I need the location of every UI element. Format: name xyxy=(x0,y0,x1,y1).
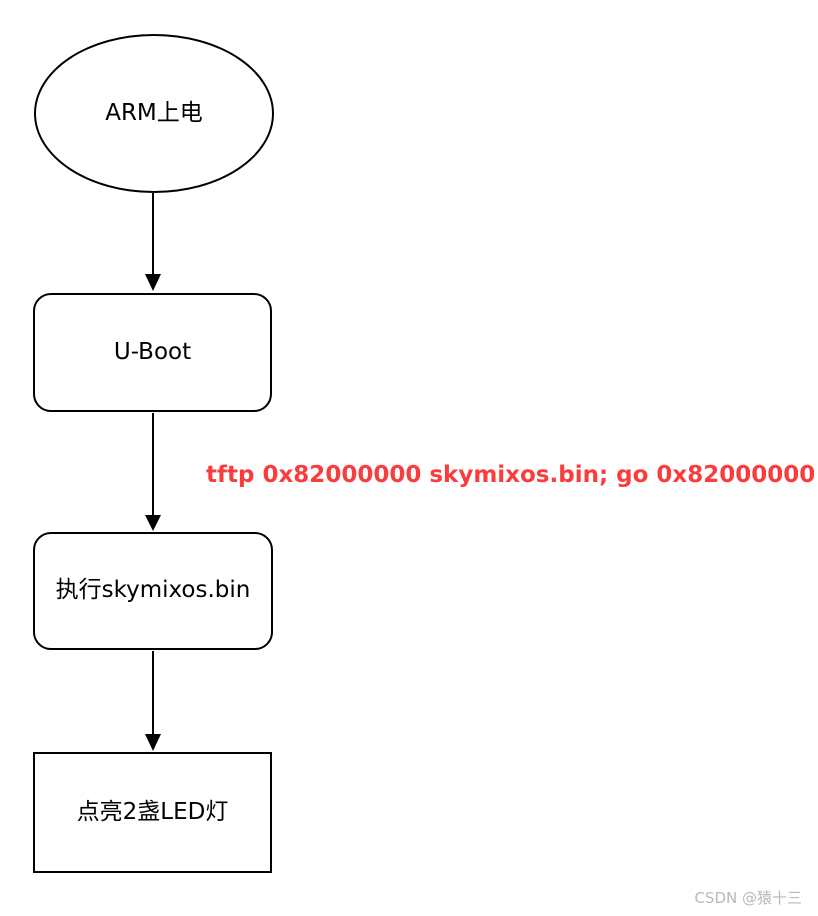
node-exec-skymixos-label: 执行skymixos.bin xyxy=(55,577,251,604)
node-u-boot-label: U-Boot xyxy=(113,338,192,365)
node-led: 点亮2盏LED灯 xyxy=(33,752,272,873)
node-led-label: 点亮2盏LED灯 xyxy=(76,798,229,825)
edge-annotation: tftp 0x82000000 skymixos.bin; go 0x82000… xyxy=(206,462,816,488)
node-arm-power-on: ARM上电 xyxy=(34,34,274,193)
node-exec-skymixos: 执行skymixos.bin xyxy=(33,532,273,650)
arrow-uboot-to-exec xyxy=(145,413,161,531)
arrow-exec-to-led xyxy=(145,651,161,751)
node-u-boot: U-Boot xyxy=(33,293,272,412)
node-arm-power-on-label: ARM上电 xyxy=(105,99,203,126)
arrow-arm-to-uboot xyxy=(145,193,161,291)
watermark: CSDN @猿十三 xyxy=(694,889,802,907)
